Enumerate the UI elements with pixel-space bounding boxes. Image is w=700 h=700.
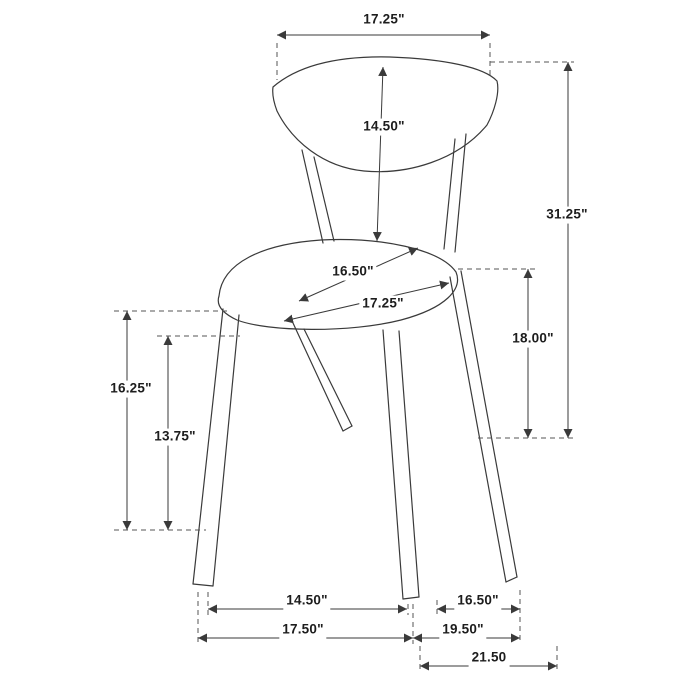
- dim-label-side-leg-spread: 16.50": [454, 592, 502, 610]
- dim-label-overall-height: 31.25": [543, 206, 591, 224]
- dim-label-seat-side-height: 16.25": [107, 380, 155, 398]
- chair-back-posts: [301, 133, 467, 253]
- dim-label-base-front-width: 17.50": [279, 621, 327, 639]
- leg-foot: [192, 583, 214, 587]
- back-post-left-edge: [313, 156, 335, 242]
- dim-label-seat-height: 18.00": [509, 330, 557, 348]
- dim-label-backrest-height: 14.50": [360, 118, 408, 136]
- dim-line-backrest-height: [372, 66, 388, 242]
- chair-front-right-leg: [382, 329, 420, 600]
- chair-backrest: [272, 56, 499, 173]
- leg-edge: [192, 308, 224, 585]
- dim-label-seat-diagonal-depth: 16.50": [329, 263, 377, 281]
- dim-label-top-width: 17.25": [360, 11, 408, 29]
- chair-back-right-leg: [449, 270, 518, 583]
- chair-back-left-leg: [292, 322, 353, 432]
- chair-line-art: [192, 56, 518, 600]
- back-post-right-edge: [443, 138, 456, 250]
- chair-seat: [217, 238, 458, 330]
- back-post-left-edge: [301, 149, 324, 244]
- leg-edge: [212, 314, 240, 587]
- leg-edge: [292, 322, 344, 432]
- leg-foot: [505, 576, 518, 583]
- dim-label-apron-height: 13.75": [151, 428, 199, 446]
- leg-foot: [402, 596, 420, 600]
- leg-edge: [303, 328, 353, 427]
- chair-front-left-leg: [192, 308, 240, 587]
- back-post-right-edge: [454, 133, 467, 253]
- dim-label-front-leg-spread: 14.50": [283, 592, 331, 610]
- leg-edge: [382, 329, 404, 600]
- dim-label-seat-diagonal-width: 17.25": [359, 295, 407, 313]
- dimension-lines: [122, 30, 573, 671]
- leg-edge: [398, 330, 420, 598]
- leg-foot: [342, 425, 353, 432]
- leg-edge: [449, 276, 507, 583]
- dim-label-overall-depth: 21.50: [468, 649, 510, 667]
- leg-edge: [460, 270, 518, 578]
- dim-label-base-side-depth: 19.50": [439, 621, 487, 639]
